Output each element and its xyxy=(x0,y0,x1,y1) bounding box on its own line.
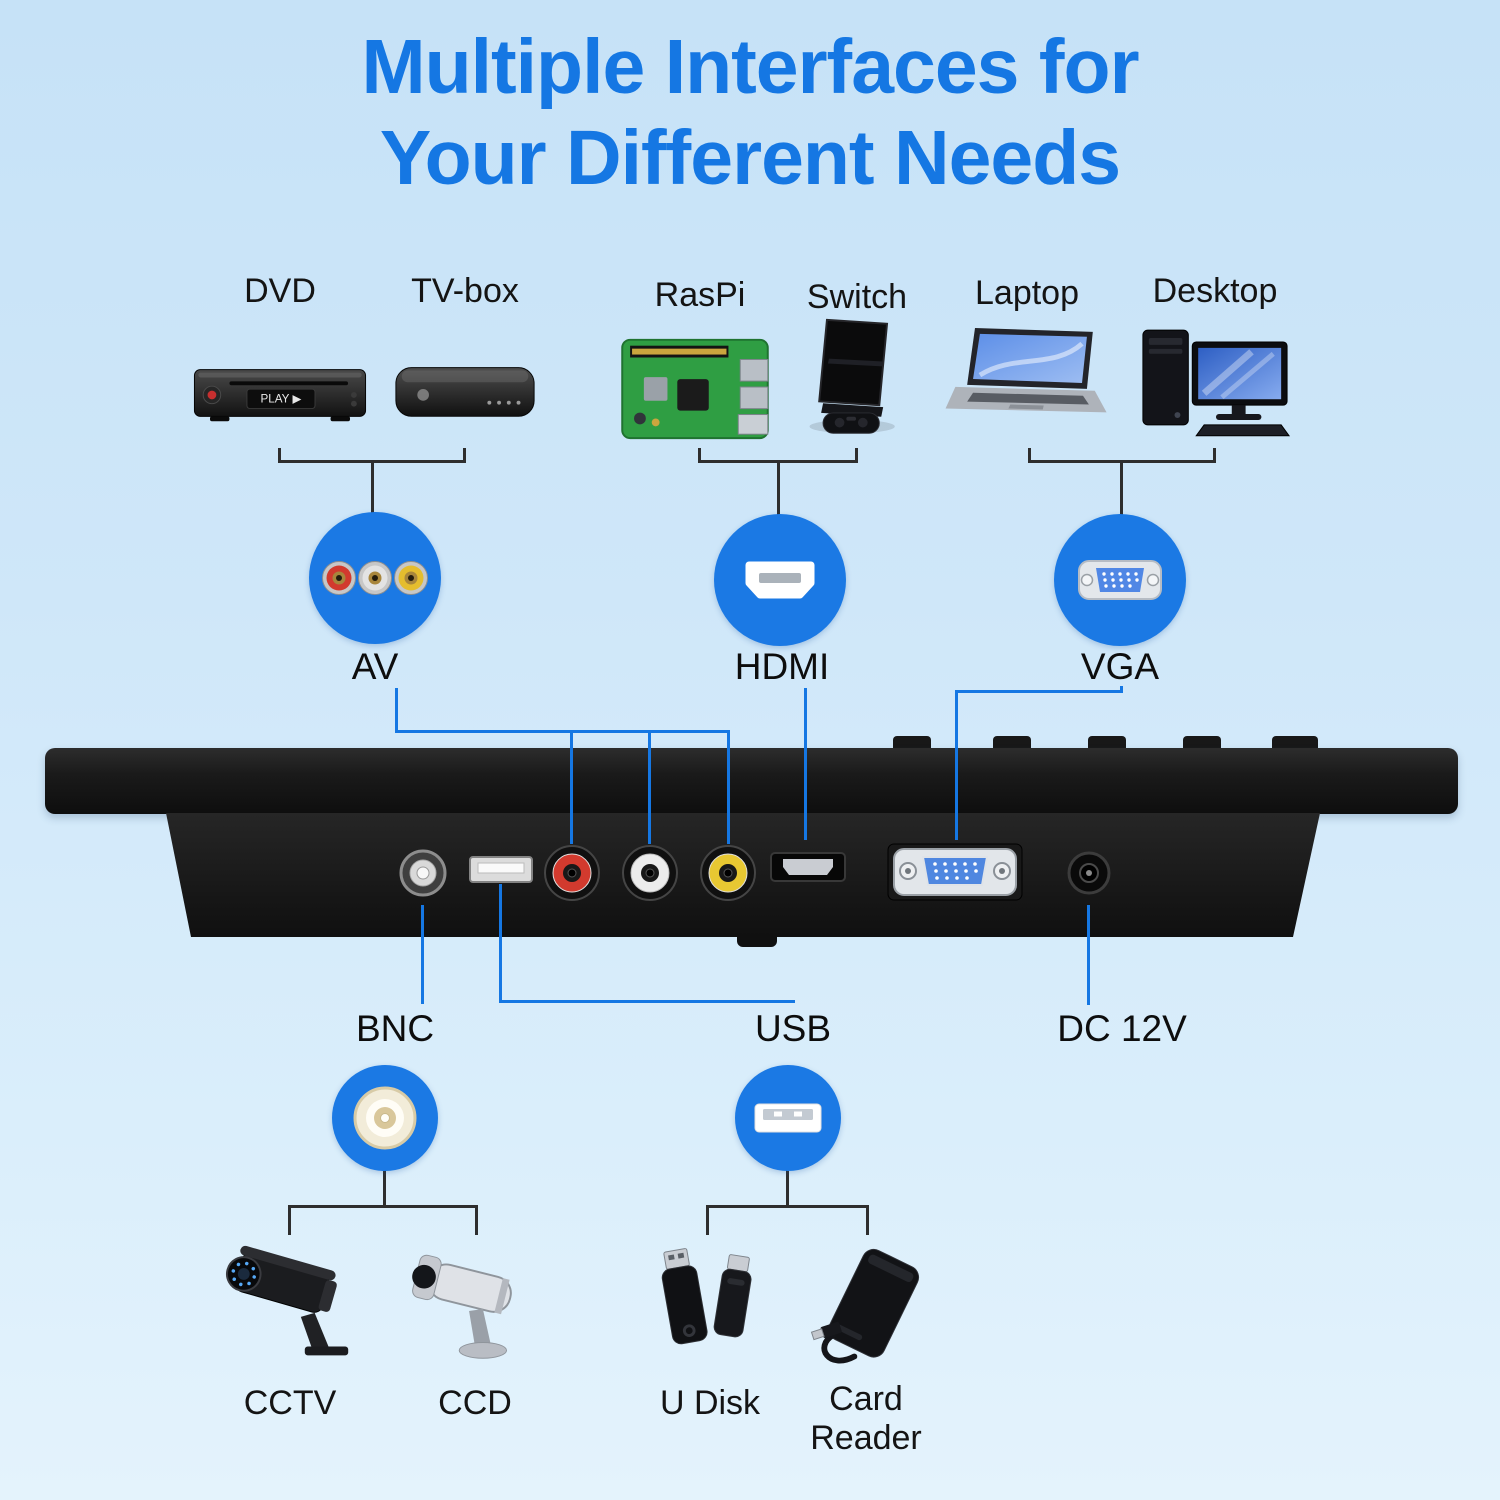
dvd-player-icon: PLAY ▶ xyxy=(192,358,368,433)
usb-interface-circle xyxy=(735,1065,841,1171)
raspberry-pi-icon xyxy=(616,328,774,451)
switch-label: Switch xyxy=(806,278,908,316)
hdmi-interface-circle xyxy=(714,514,846,646)
connector-line xyxy=(706,1205,869,1208)
connector-line xyxy=(475,1205,478,1235)
connector-line xyxy=(1120,686,1123,693)
connector-line xyxy=(288,1205,291,1235)
connector-line xyxy=(1087,905,1090,1005)
title-line-1: Multiple Interfaces for xyxy=(361,24,1139,110)
game-console-icon xyxy=(794,316,920,447)
tvbox-label: TV-box xyxy=(411,272,519,310)
monitor-osd-button xyxy=(1272,736,1318,750)
card-reader-label: Card Reader xyxy=(810,1380,922,1458)
monitor-osd-button xyxy=(1183,736,1221,750)
tv-box-icon xyxy=(392,352,538,435)
card-reader-icon xyxy=(800,1232,936,1383)
connector-line xyxy=(395,688,398,733)
vga-connector-icon xyxy=(1078,560,1162,600)
connector-line xyxy=(395,730,730,733)
connector-line xyxy=(1028,448,1031,463)
monitor-panel-edge xyxy=(45,748,1458,814)
connector-line xyxy=(371,460,374,514)
hdmi-label: HDMI xyxy=(734,646,830,687)
monitor-stand-mount xyxy=(737,936,777,947)
monitor-osd-button xyxy=(993,736,1031,750)
dc-port xyxy=(1067,851,1111,895)
usb-flash-drive-icon xyxy=(640,1232,776,1383)
port-row xyxy=(399,843,1111,901)
bnc-label: BNC xyxy=(355,1008,435,1049)
connector-line xyxy=(421,905,424,1004)
connector-line xyxy=(777,460,780,516)
laptop-label: Laptop xyxy=(975,274,1079,312)
rca-yellow-port xyxy=(700,845,756,901)
udisk-label: U Disk xyxy=(659,1384,761,1422)
monitor-osd-button xyxy=(1088,736,1126,750)
connector-line xyxy=(866,1205,869,1235)
connector-line xyxy=(1120,460,1123,516)
connector-line xyxy=(570,730,573,844)
connector-line xyxy=(499,1000,795,1003)
connector-line xyxy=(1213,448,1216,463)
av-rca-icon xyxy=(322,561,428,595)
connector-line xyxy=(463,448,466,463)
cctv-label: CCTV xyxy=(243,1384,337,1422)
bnc-connector-icon xyxy=(353,1086,417,1150)
title-line-2: Your Different Needs xyxy=(379,114,1121,201)
ccd-camera-icon xyxy=(400,1238,548,1381)
connector-line xyxy=(383,1169,386,1208)
desktop-label: Desktop xyxy=(1152,272,1278,310)
connector-line xyxy=(278,448,281,463)
page-title: Multiple Interfaces for Your Different N… xyxy=(0,22,1500,204)
hdmi-connector-icon xyxy=(745,561,815,599)
av-label: AV xyxy=(351,646,399,687)
cctv-camera-icon xyxy=(210,1232,368,1385)
raspi-label: RasPi xyxy=(654,276,746,314)
connector-line xyxy=(955,690,958,840)
usb-connector-icon xyxy=(754,1103,822,1133)
desktop-pc-icon xyxy=(1135,316,1293,445)
laptop-icon xyxy=(945,326,1113,439)
bnc-port xyxy=(399,849,447,897)
connector-line xyxy=(727,730,730,844)
usb-label: USB xyxy=(754,1008,832,1049)
connector-line xyxy=(804,688,807,840)
connector-line xyxy=(786,1169,789,1208)
rca-red-port xyxy=(544,845,600,901)
usb-port xyxy=(469,856,533,883)
av-interface-circle xyxy=(309,512,441,644)
connector-line xyxy=(288,1205,478,1208)
connector-line xyxy=(706,1205,709,1235)
ccd-label: CCD xyxy=(438,1384,512,1422)
connector-line xyxy=(648,730,651,844)
vga-label: VGA xyxy=(1080,646,1160,687)
connector-line xyxy=(955,690,1123,693)
hdmi-port xyxy=(770,852,846,882)
dvd-display-text: PLAY ▶ xyxy=(261,393,303,406)
connector-line xyxy=(855,448,858,463)
connector-line xyxy=(698,448,701,463)
connector-line xyxy=(499,884,502,1003)
dvd-label: DVD xyxy=(244,272,316,310)
rca-white-port xyxy=(622,845,678,901)
monitor-osd-button xyxy=(893,736,931,750)
bnc-interface-circle xyxy=(332,1065,438,1171)
vga-port xyxy=(887,843,1023,901)
dc12v-label: DC 12V xyxy=(1057,1008,1187,1049)
vga-interface-circle xyxy=(1054,514,1186,646)
